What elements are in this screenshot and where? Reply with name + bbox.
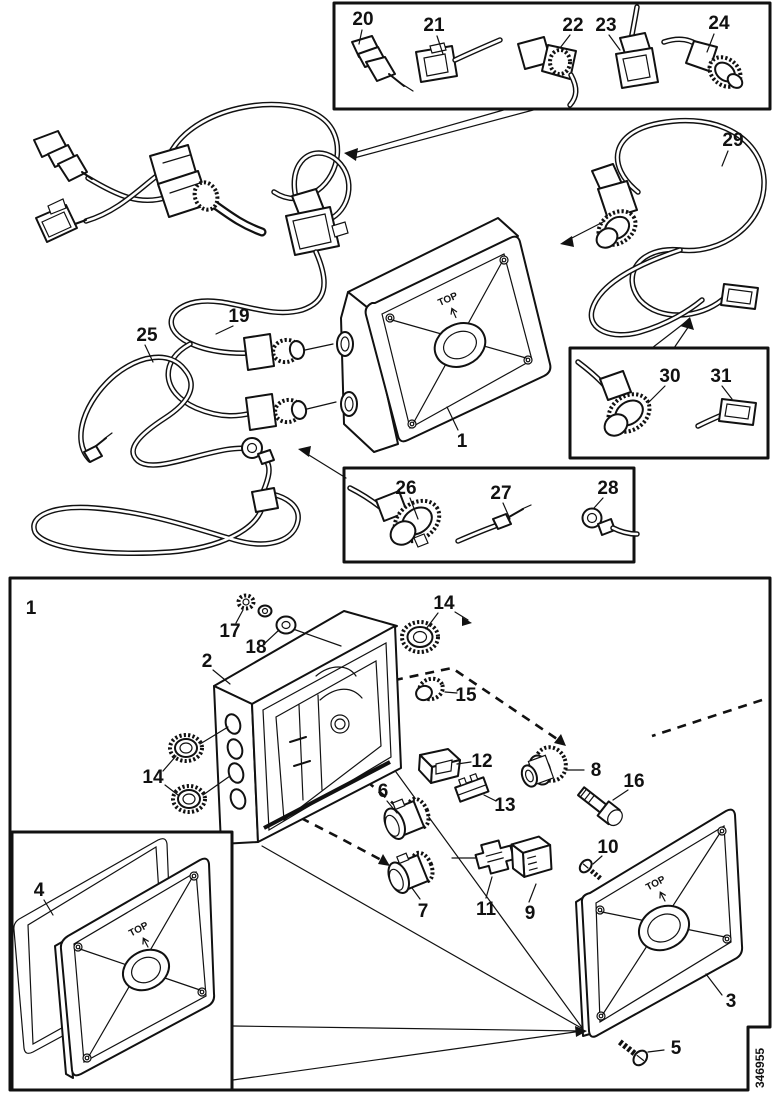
callout-1-box: 1 [457, 431, 468, 452]
callout-28: 28 [597, 478, 618, 499]
harness-center-connectors [149, 144, 220, 218]
ring-terminal-28 [581, 507, 640, 537]
callout-8: 8 [591, 760, 602, 781]
inset-box-connectors-26-28: 26 27 28 [298, 446, 640, 564]
cap-17 [236, 593, 273, 618]
callout-12: 12 [471, 751, 492, 772]
wiring-harness-main: 19 [33, 101, 352, 431]
screw-10 [578, 858, 602, 881]
socket-8 [520, 745, 568, 788]
callout-15: 15 [455, 685, 477, 706]
callout-9: 9 [525, 903, 536, 924]
ring-nut-14-left-a [168, 733, 204, 763]
callout-14-top: 14 [433, 593, 455, 614]
connector-23 [615, 4, 659, 89]
callout-17: 17 [219, 621, 240, 642]
inset-box-panel-4: TOP 4 [10, 830, 234, 1092]
harness-plug-elbow [33, 130, 93, 182]
harness-plug-rect [35, 198, 87, 243]
connector-26 [347, 485, 442, 548]
callout-21: 21 [423, 15, 445, 36]
connector-24 [661, 36, 744, 89]
callout-4: 4 [34, 880, 45, 901]
cable-29: 29 [560, 117, 767, 338]
ring-terminal [241, 437, 275, 465]
ground-cable-25: 25 [31, 325, 301, 556]
callout-6: 6 [378, 781, 389, 802]
harness-relay-connector [285, 188, 349, 256]
callout-13: 13 [494, 795, 515, 816]
callout-20: 20 [352, 9, 373, 30]
arrowhead [575, 1026, 587, 1037]
inset-box-connectors-20-24: 20 21 22 23 24 [332, 1, 772, 161]
rear-panel-3: TOP [575, 808, 744, 1038]
control-box-assembled: TOP 1 [336, 217, 552, 453]
callout-23: 23 [595, 15, 616, 36]
cap-15 [415, 676, 445, 702]
callout-11: 11 [476, 899, 497, 920]
connector-29-plug [720, 283, 759, 310]
callout-1-detail: 1 [26, 598, 37, 619]
callout-26: 26 [395, 478, 416, 499]
fuse-13 [454, 772, 490, 803]
plug-12 [418, 748, 461, 784]
pointer-line [232, 1030, 583, 1081]
connector-22 [517, 36, 579, 108]
cover-panel-4: TOP [54, 857, 216, 1079]
figure-number-vertical: 346955 [753, 1048, 767, 1088]
connector-21 [415, 37, 503, 83]
callout-10: 10 [597, 837, 618, 858]
callout-5: 5 [671, 1038, 682, 1059]
connector-29-round [591, 163, 638, 249]
callout-24: 24 [708, 13, 730, 34]
connector-19-lower [245, 393, 337, 431]
callout-14-left: 14 [142, 767, 164, 788]
socket-7 [387, 850, 435, 894]
ring-nut-14-left-b [171, 784, 207, 814]
callout-18: 18 [245, 637, 266, 658]
washer-18 [275, 615, 297, 635]
connector-19-upper [243, 333, 334, 371]
callout-29: 29 [722, 130, 743, 151]
callout-30: 30 [659, 366, 680, 387]
cable-sleeve [251, 487, 279, 513]
pin-terminal [83, 432, 113, 463]
connector-20 [351, 35, 414, 92]
callout-27: 27 [490, 483, 511, 504]
screw-5 [617, 1039, 649, 1067]
callout-16: 16 [623, 771, 644, 792]
socket-6 [383, 796, 431, 840]
callout-19: 19 [228, 306, 249, 327]
arrowhead [344, 148, 358, 161]
callout-22: 22 [562, 15, 583, 36]
connector-31 [695, 398, 757, 429]
inset-box-connectors-30-31: 30 31 [568, 317, 770, 460]
housing-2 [213, 610, 402, 845]
callout-31: 31 [710, 366, 732, 387]
callout-3: 3 [726, 991, 737, 1012]
callout-2: 2 [202, 651, 213, 672]
connector-30 [575, 359, 652, 437]
terminal-pin-27 [455, 504, 532, 544]
callout-7: 7 [418, 901, 429, 922]
pointer-line [232, 1025, 583, 1032]
relay-9 [510, 835, 553, 878]
callout-25: 25 [136, 325, 158, 346]
ring-nut-14-top [400, 620, 440, 654]
bolt-16 [577, 786, 623, 827]
